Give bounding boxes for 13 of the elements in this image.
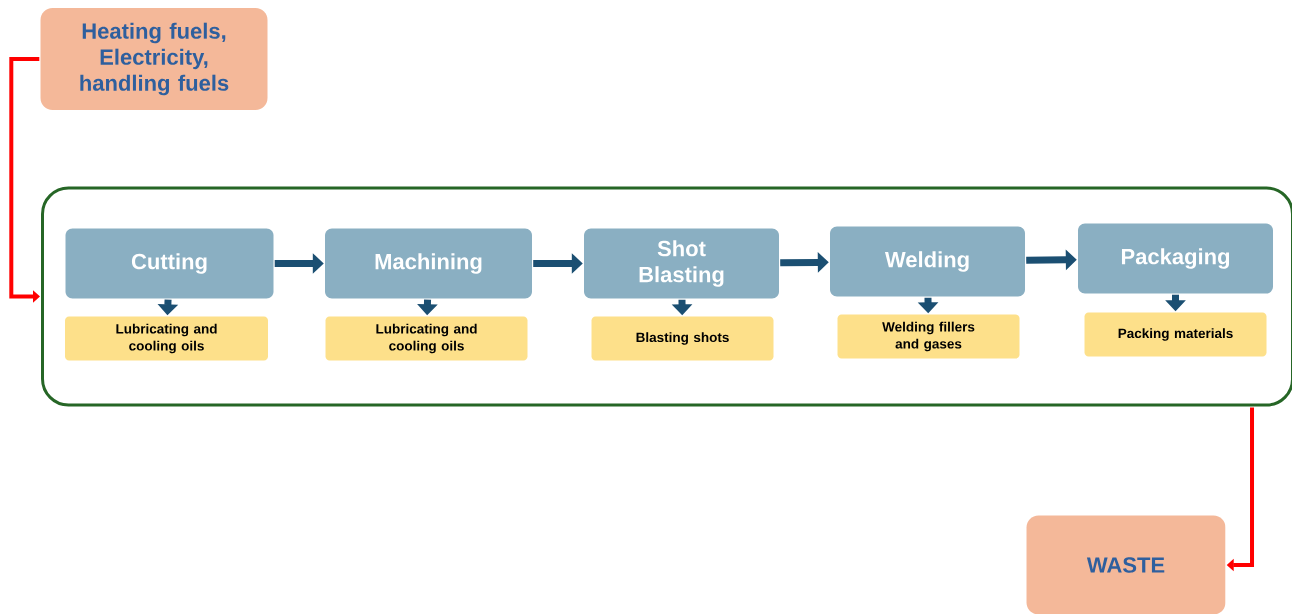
process-frame	[41, 186, 1292, 407]
input-box: Heating fuels, Electricity, handling fuels	[40, 8, 268, 110]
process-box: Cutting	[65, 228, 274, 299]
consumable-box: Packing materials	[1084, 312, 1267, 357]
consumable-box: Welding fillers and gases	[837, 314, 1020, 359]
consumable-box: Lubricating and cooling oils	[65, 316, 268, 361]
process-box: Shot Blasting	[584, 228, 779, 299]
process-box: Welding	[830, 226, 1025, 297]
process-box: Packaging	[1078, 223, 1273, 294]
consumable-box: Lubricating and cooling oils	[325, 316, 528, 361]
consumable-box: Blasting shots	[591, 316, 774, 361]
input-box: WASTE	[1026, 515, 1226, 614]
process-box: Machining	[325, 228, 532, 299]
